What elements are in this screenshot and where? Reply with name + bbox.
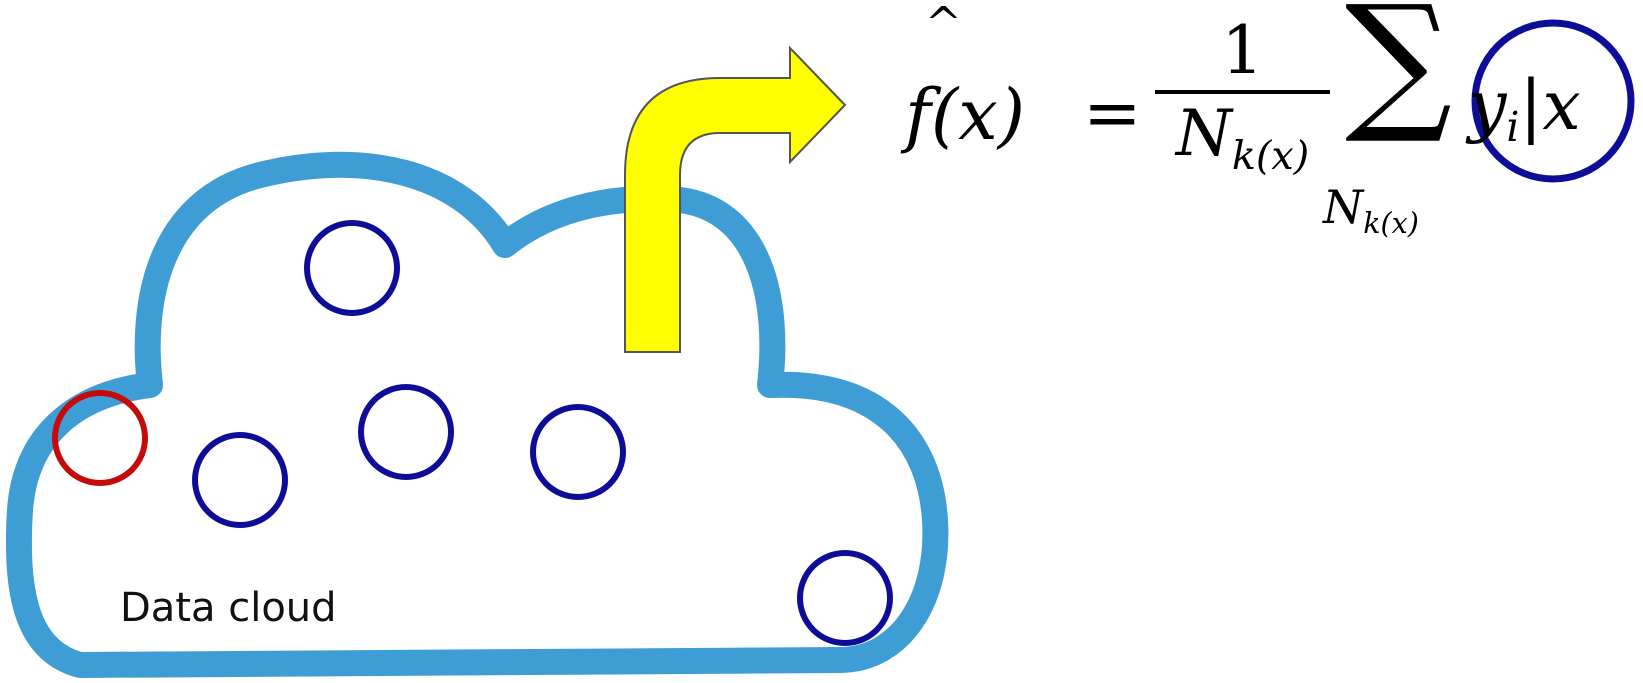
formula-denominator: Nk(x) [1175,97,1309,176]
sum-subscript: Nk(x) [1323,180,1419,240]
formula-equals: = [1083,72,1142,154]
formula-fraction: 1 Nk(x) [1155,12,1330,177]
denominator-base: N [1175,97,1232,171]
data-point [797,550,893,646]
formula-term: yi|x [1468,67,1581,151]
data-point [304,220,400,316]
query-point [52,390,148,486]
cloud-label: Data cloud [120,585,337,631]
formula-arg: (x) [930,74,1026,156]
knn-formula: f(x) ^ = 1 Nk(x) ∑ Nk(x) yi|x [905,0,1635,242]
formula-hat: ^ [925,0,962,49]
highlight-circle [1471,19,1635,183]
fraction-bar [1155,90,1330,94]
sum-sub-base: N [1323,180,1364,234]
curved-arrow [624,45,847,353]
data-point [358,384,454,480]
term-y: y [1468,67,1507,146]
term-rest: |x [1519,67,1581,146]
formula-f: f [905,74,931,156]
formula-lhs: f(x) [905,74,1025,156]
formula-numerator: 1 [1221,12,1264,89]
data-cloud-outline [5,151,949,678]
arrow-icon [624,45,847,353]
term-i: i [1506,103,1520,152]
data-point [192,432,288,528]
sum-symbol: ∑ [1345,0,1453,148]
sum-sub-sub: k(x) [1363,206,1419,240]
data-point [530,404,626,500]
denominator-sub: k(x) [1231,132,1310,179]
